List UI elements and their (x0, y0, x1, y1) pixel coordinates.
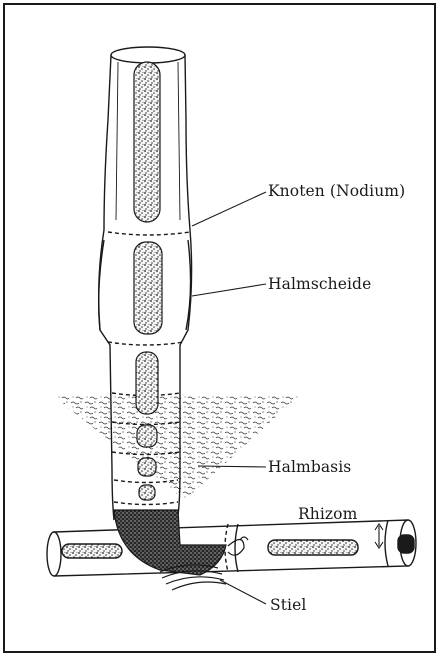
soil-area (52, 395, 300, 500)
label-culm-sheath: Halmscheide (268, 275, 371, 293)
label-rhizome: Rhizom (298, 505, 357, 523)
rhizome (47, 520, 416, 576)
label-node: Knoten (Nodium) (268, 182, 405, 200)
label-neck: Stiel (270, 596, 306, 614)
label-culm-base: Halmbasis (268, 458, 351, 476)
